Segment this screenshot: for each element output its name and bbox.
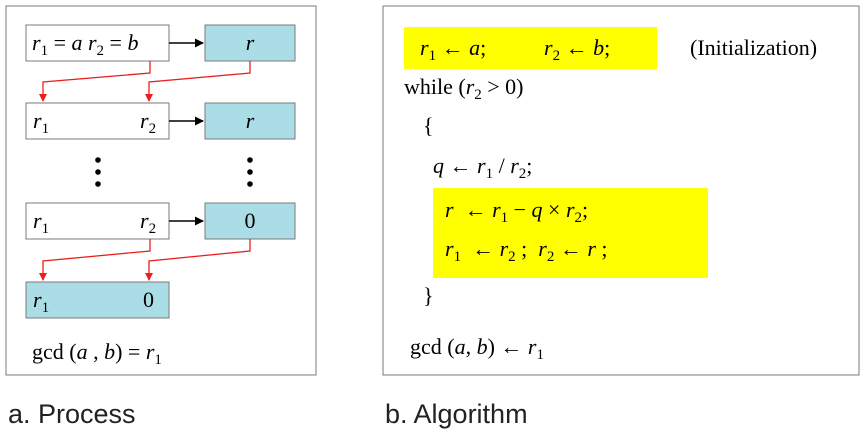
shift-arrow-1b bbox=[145, 61, 251, 102]
row2-pair-box bbox=[25, 102, 170, 140]
final-zero-label: 0 bbox=[143, 287, 154, 312]
init-values-box bbox=[25, 24, 170, 62]
swap-statement: r1 ← r2 ; r2 ← r ; bbox=[445, 236, 608, 265]
ellipsis-left bbox=[95, 157, 101, 187]
process-caption: a. Process bbox=[8, 399, 136, 429]
algorithm-caption: b. Algorithm bbox=[385, 399, 528, 429]
row2-remainder-box bbox=[204, 102, 296, 140]
close-brace: } bbox=[423, 283, 434, 308]
row3-r1-label: r1 bbox=[33, 208, 49, 237]
init-highlight bbox=[404, 27, 657, 69]
ellipsis-right bbox=[247, 157, 253, 187]
row2-r2-label: r2 bbox=[140, 108, 156, 137]
shift-arrow-1a bbox=[39, 61, 151, 102]
while-statement: while (r2 > 0) bbox=[404, 74, 524, 103]
row3-r2-label: r2 bbox=[140, 208, 156, 237]
algorithm-panel: r1 ← a; r2 ← b; (Initialization) while (… bbox=[382, 5, 860, 376]
algorithm-result: gcd (a, b) ← r1 bbox=[410, 334, 544, 363]
init-values-label: r1 = a r2 = b bbox=[32, 30, 138, 59]
process-panel: r1 = a r2 = b r r1 r2 r r1 r2 0 r bbox=[5, 5, 317, 376]
quotient-statement: q ← r1 / r2; bbox=[433, 153, 532, 182]
final-pair-box bbox=[25, 281, 170, 319]
open-brace: { bbox=[423, 113, 434, 138]
remainder-statement: r ← r1 − q × r2; bbox=[445, 197, 588, 226]
shift-arrow-2b bbox=[145, 239, 251, 281]
final-r1-label: r1 bbox=[33, 287, 49, 316]
row2-r1-label: r1 bbox=[33, 108, 49, 137]
process-result: gcd (a , b) = r1 bbox=[32, 339, 162, 368]
init-comment: (Initialization) bbox=[690, 35, 817, 60]
row1-remainder-label: r bbox=[246, 30, 255, 55]
shift-arrow-2a bbox=[39, 239, 151, 281]
init-statement: r1 ← a; bbox=[420, 35, 486, 64]
init-statement-2: r2 ← b; bbox=[544, 35, 610, 64]
row2-remainder-label: r bbox=[246, 108, 255, 133]
loop-body-highlight bbox=[433, 188, 708, 278]
row3-remainder-label: 0 bbox=[245, 208, 256, 233]
